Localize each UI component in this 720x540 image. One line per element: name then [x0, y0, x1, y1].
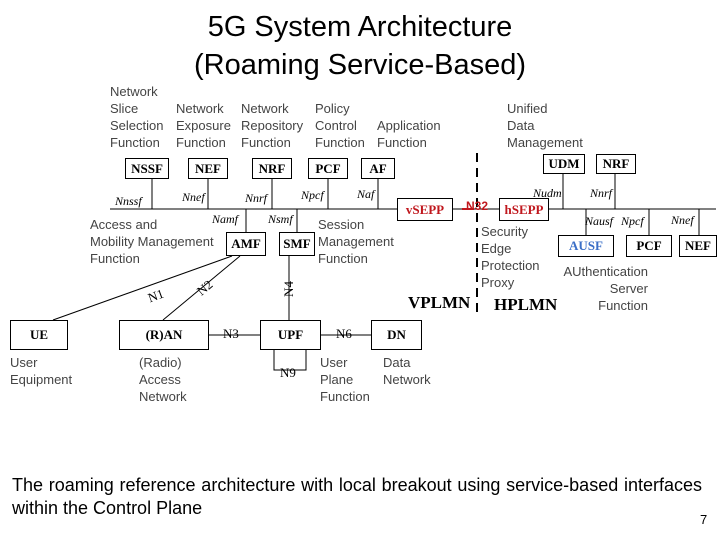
nausf-label: Nausf [585, 214, 614, 228]
caption: The roaming reference architecture with … [12, 475, 702, 518]
ausf-box: AUSF [558, 235, 614, 257]
n2-line [162, 255, 241, 321]
n4-label: N4 [280, 281, 296, 297]
nef-box-hplmn: NEF [679, 235, 717, 257]
nssf-box: NSSF [125, 158, 169, 179]
title-line-2: (Roaming Service-Based) [193, 49, 526, 81]
page-number: 7 [700, 512, 708, 527]
smf-box: SMF [279, 232, 315, 256]
pcf-box-vplmn: PCF [308, 158, 348, 179]
hsepp-box: hSEPP [499, 198, 549, 221]
nnrf-label-vplmn: Nnrf [245, 191, 268, 205]
amf-box: AMF [226, 232, 266, 256]
vplmn-label: VPLMN [408, 293, 471, 312]
nnef-label: Nnef [182, 190, 205, 204]
n6-label: N6 [336, 326, 352, 341]
udm-box: UDM [543, 154, 585, 174]
nrf-box-vplmn: NRF [252, 158, 292, 179]
nudm-label: Nudm [533, 186, 562, 200]
namf-label: Namf [212, 212, 239, 226]
upf-box: UPF [260, 320, 321, 350]
nnef-label-hplmn: Nnef [671, 213, 694, 227]
n3-label: N3 [223, 326, 239, 341]
ue-box: UE [10, 320, 68, 350]
npcf-label-vplmn: Npcf [301, 188, 324, 202]
npcf-label-hplmn: Npcf [621, 214, 644, 228]
hplmn-label: HPLMN [494, 295, 558, 314]
nsmf-label: Nsmf [268, 212, 293, 226]
n9-label: N9 [280, 365, 296, 380]
n9-loop [273, 349, 307, 371]
n1-line [52, 255, 233, 321]
dn-box: DN [371, 320, 422, 350]
af-box: AF [361, 158, 395, 179]
pcf-box-hplmn: PCF [626, 235, 672, 257]
naf-label: Naf [357, 187, 375, 201]
ran-box: (R)AN [119, 320, 209, 350]
title-line-1: 5G System Architecture [207, 11, 513, 43]
nnssf-label: Nnssf [115, 194, 142, 208]
n32-label: N32 [466, 199, 489, 213]
vsepp-box: vSEPP [397, 198, 453, 221]
nrf-box-hplmn: NRF [596, 154, 636, 174]
nnrf-label-hplmn: Nnrf [590, 186, 613, 200]
nef-box: NEF [188, 158, 228, 179]
